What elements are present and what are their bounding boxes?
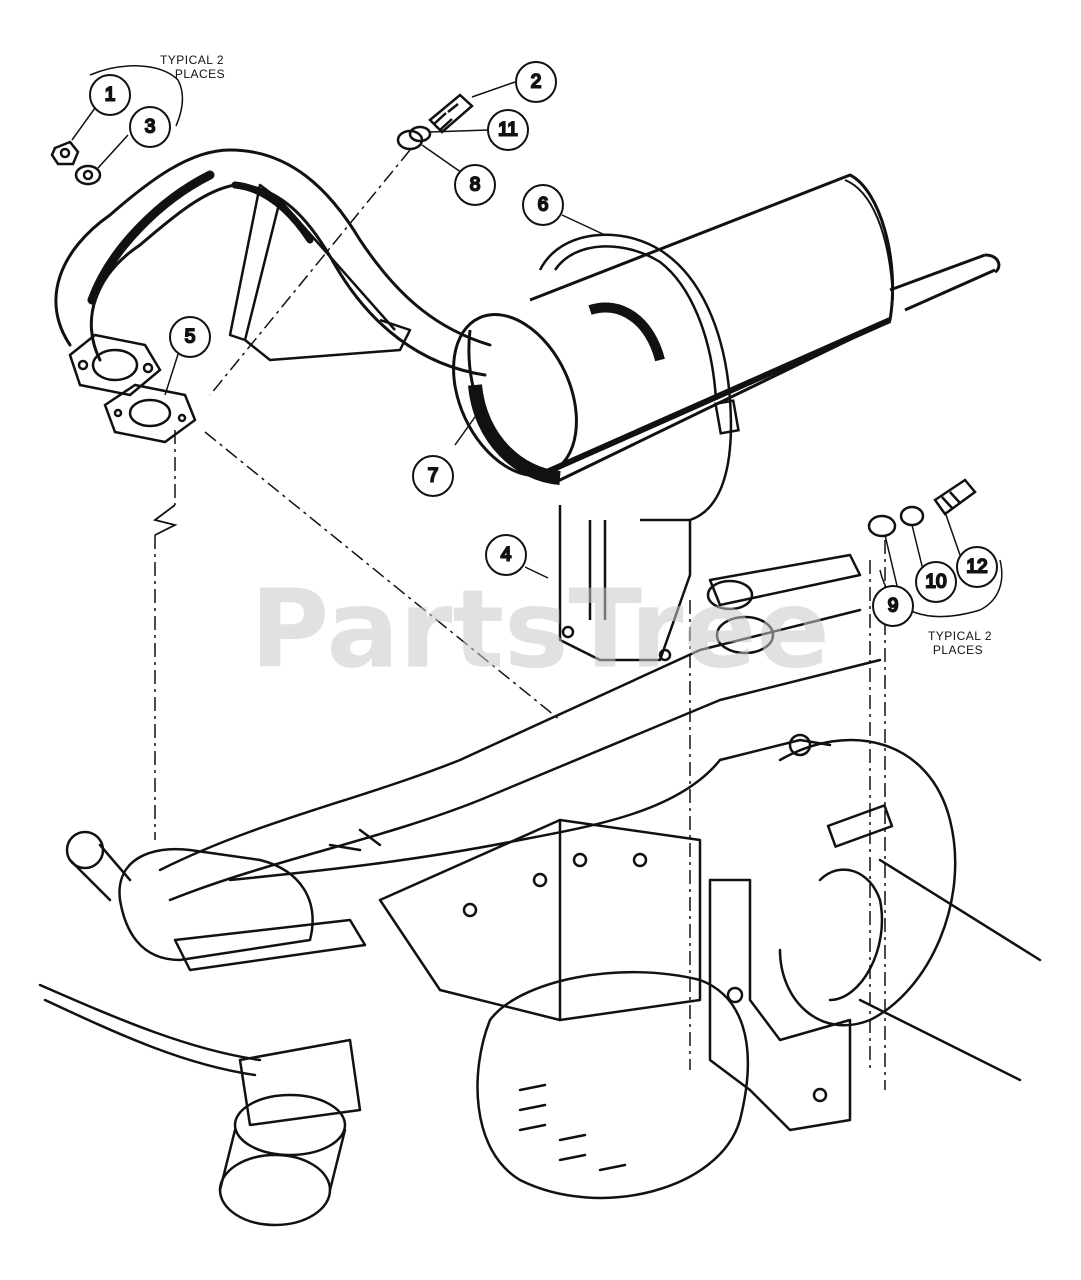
svg-text:10: 10 bbox=[925, 572, 946, 593]
callout-7: 7 bbox=[412, 455, 454, 497]
svg-text:1: 1 bbox=[105, 85, 116, 106]
svg-text:7: 7 bbox=[428, 466, 439, 487]
hardware-top-left bbox=[50, 140, 102, 186]
callouts: 1 2 3 4 5 6 7 8 9 10 11 12 bbox=[89, 61, 998, 627]
gasket bbox=[103, 383, 197, 444]
callout-3: 3 bbox=[129, 106, 171, 148]
callout-11: 11 bbox=[487, 109, 529, 151]
callout-1: 1 bbox=[89, 74, 131, 116]
hardware-right bbox=[867, 478, 977, 538]
svg-text:PLACES: PLACES bbox=[933, 643, 983, 657]
callout-9: 9 bbox=[872, 585, 914, 627]
pipe-bracket bbox=[228, 183, 412, 362]
svg-text:11: 11 bbox=[498, 120, 518, 141]
callout-6: 6 bbox=[522, 184, 564, 226]
hardware-top-middle bbox=[396, 93, 474, 151]
note-typical-right: TYPICAL 2 PLACES bbox=[928, 629, 992, 657]
svg-text:8: 8 bbox=[470, 175, 481, 196]
svg-text:6: 6 bbox=[538, 195, 549, 216]
svg-text:TYPICAL 2: TYPICAL 2 bbox=[928, 629, 992, 643]
svg-text:4: 4 bbox=[501, 545, 512, 566]
svg-text:9: 9 bbox=[888, 596, 899, 617]
muffler bbox=[452, 173, 1001, 485]
svg-text:PLACES: PLACES bbox=[175, 67, 225, 81]
svg-text:TYPICAL 2: TYPICAL 2 bbox=[160, 53, 224, 67]
callout-4: 4 bbox=[485, 534, 527, 576]
svg-text:12: 12 bbox=[966, 557, 987, 578]
engine-chassis bbox=[38, 553, 1042, 1227]
exhaust-pipe bbox=[54, 148, 492, 377]
pipe-flange bbox=[68, 333, 162, 397]
watermark: PartsTree bbox=[250, 568, 830, 693]
svg-text:5: 5 bbox=[185, 327, 196, 348]
svg-text:3: 3 bbox=[145, 117, 156, 138]
leader-lines bbox=[71, 81, 961, 591]
svg-text:2: 2 bbox=[531, 72, 542, 93]
note-typical-top-left: TYPICAL 2 PLACES bbox=[160, 53, 225, 81]
break-marks bbox=[152, 504, 178, 536]
muffler-bracket bbox=[558, 505, 692, 662]
callout-5: 5 bbox=[169, 316, 211, 358]
callout-8: 8 bbox=[454, 164, 496, 206]
callout-10: 10 bbox=[915, 561, 957, 603]
alignment-lines bbox=[154, 149, 886, 1090]
muffler-clamp-band bbox=[538, 233, 740, 522]
callout-12: 12 bbox=[956, 546, 998, 588]
callout-2: 2 bbox=[515, 61, 557, 103]
